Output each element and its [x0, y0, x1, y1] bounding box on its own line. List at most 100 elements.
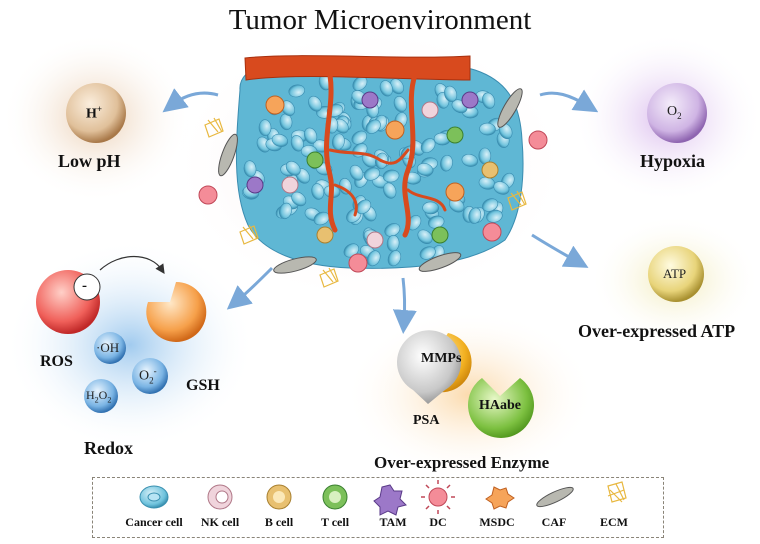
cancer-cell	[311, 183, 325, 200]
atp-label: Over-expressed ATP	[578, 321, 736, 341]
psa-pac	[397, 330, 462, 404]
cancer-cell	[444, 85, 458, 103]
legend-tam-icon	[373, 484, 407, 516]
cancer-cell	[482, 92, 496, 109]
cancer-cell	[285, 160, 301, 176]
haabe-pac	[468, 378, 534, 438]
redox-glow	[5, 240, 255, 450]
tumor-cancer-cells	[242, 73, 515, 267]
cancer-cell	[417, 229, 433, 245]
t-cell	[306, 151, 324, 169]
cancer-cell	[482, 198, 499, 212]
ecm-patches	[204, 117, 527, 288]
legend-label-b-cell: B cell	[264, 515, 294, 529]
cancer-cell	[258, 119, 272, 136]
cancer-cell	[349, 164, 364, 181]
o2-minus-text: O2-	[139, 366, 157, 386]
legend-label-caf: CAF	[541, 515, 567, 529]
legend-box	[92, 477, 664, 538]
cancer-cell	[365, 119, 381, 134]
tam-cell	[361, 91, 379, 109]
redox-group	[36, 256, 207, 413]
vessel-branch	[328, 148, 447, 217]
h-plus-symbol: H+	[86, 104, 103, 122]
h2o2-ball	[84, 379, 118, 413]
cancer-cell	[304, 127, 318, 144]
arrow-enzyme	[392, 277, 417, 334]
legend-label-cancer-cell: Cancer cell	[125, 515, 183, 529]
cancer-cell	[440, 154, 453, 172]
legend-msdc-icon	[485, 486, 515, 510]
cancer-cell	[468, 207, 482, 224]
dc-cell	[198, 185, 218, 205]
cancer-cell	[271, 133, 289, 147]
cancer-cell	[461, 153, 478, 167]
vessel-branch	[402, 72, 418, 238]
cancer-cell	[281, 100, 295, 117]
hypoxia-label: Hypoxia	[640, 151, 706, 171]
cancer-cell	[387, 250, 402, 267]
caf-cells	[218, 88, 523, 274]
arrow-redox	[226, 266, 274, 310]
oh-text: ·OH	[96, 340, 120, 355]
legend-icons	[139, 480, 627, 516]
mmps-text: MMPs	[421, 351, 462, 366]
nk-cell	[281, 176, 299, 194]
gsh-label: GSH	[186, 377, 220, 394]
cancer-cell	[393, 96, 407, 113]
arrows	[162, 88, 599, 334]
dc-cells	[198, 130, 548, 273]
legend-label-dc: DC	[429, 515, 447, 529]
o2-ball	[647, 83, 707, 143]
electron-circle	[73, 273, 101, 301]
ros-label: ROS	[40, 353, 73, 370]
b-cell	[316, 226, 334, 244]
cancer-cell	[493, 181, 510, 195]
low-ph-label: Low pH	[58, 151, 121, 171]
atp-ball	[648, 246, 704, 302]
legend-dc-icon	[428, 487, 448, 507]
cancer-cell	[279, 202, 292, 220]
cancer-cell	[363, 167, 380, 181]
msdc-cell	[445, 182, 465, 202]
cancer-cell	[382, 169, 400, 183]
t-cell	[446, 126, 464, 144]
nk-cell	[421, 101, 439, 119]
legend-label-nk-cell: NK cell	[200, 515, 240, 529]
cancer-cell	[420, 138, 436, 154]
arrow-hypoxia	[539, 89, 599, 113]
h2o2-text: H2O2	[86, 388, 112, 405]
blood-vessel	[244, 55, 471, 81]
msdc-cell	[385, 120, 405, 140]
psa-text: PSA	[413, 413, 440, 428]
dc-cell	[482, 222, 502, 242]
cancer-cell	[366, 250, 381, 267]
legend-caf-icon	[536, 486, 574, 508]
o2-symbol: O2	[667, 104, 682, 121]
h-plus-ball	[66, 83, 126, 143]
arrow-low-ph	[162, 88, 219, 113]
enzyme-group	[397, 330, 534, 438]
cancer-cell	[383, 182, 397, 199]
cancer-cell	[356, 199, 372, 215]
nk-cell	[366, 231, 384, 249]
cancer-cell	[449, 198, 465, 213]
redox-arrow	[99, 256, 165, 274]
gsh-orange-pac	[146, 281, 207, 342]
cancer-cell	[416, 163, 434, 176]
cancer-cell	[352, 76, 368, 91]
diagram-title: Tumor Microenvironment	[228, 4, 532, 36]
cancer-cell	[308, 95, 322, 112]
atp-symbol: ATP	[663, 266, 687, 281]
legend-ecm-icon	[607, 481, 627, 503]
cancer-cell	[291, 191, 307, 207]
haabe-text: HAabe	[479, 398, 521, 413]
arrow-atp	[531, 233, 589, 268]
legend-label-ecm: ECM	[600, 515, 628, 529]
cancer-cell	[384, 223, 401, 237]
cancer-cell	[379, 80, 393, 97]
enzyme-label: Over-expressed Enzyme	[374, 453, 550, 472]
legend-label-t-cell: T cell	[320, 515, 350, 529]
cancer-cell	[479, 122, 496, 136]
